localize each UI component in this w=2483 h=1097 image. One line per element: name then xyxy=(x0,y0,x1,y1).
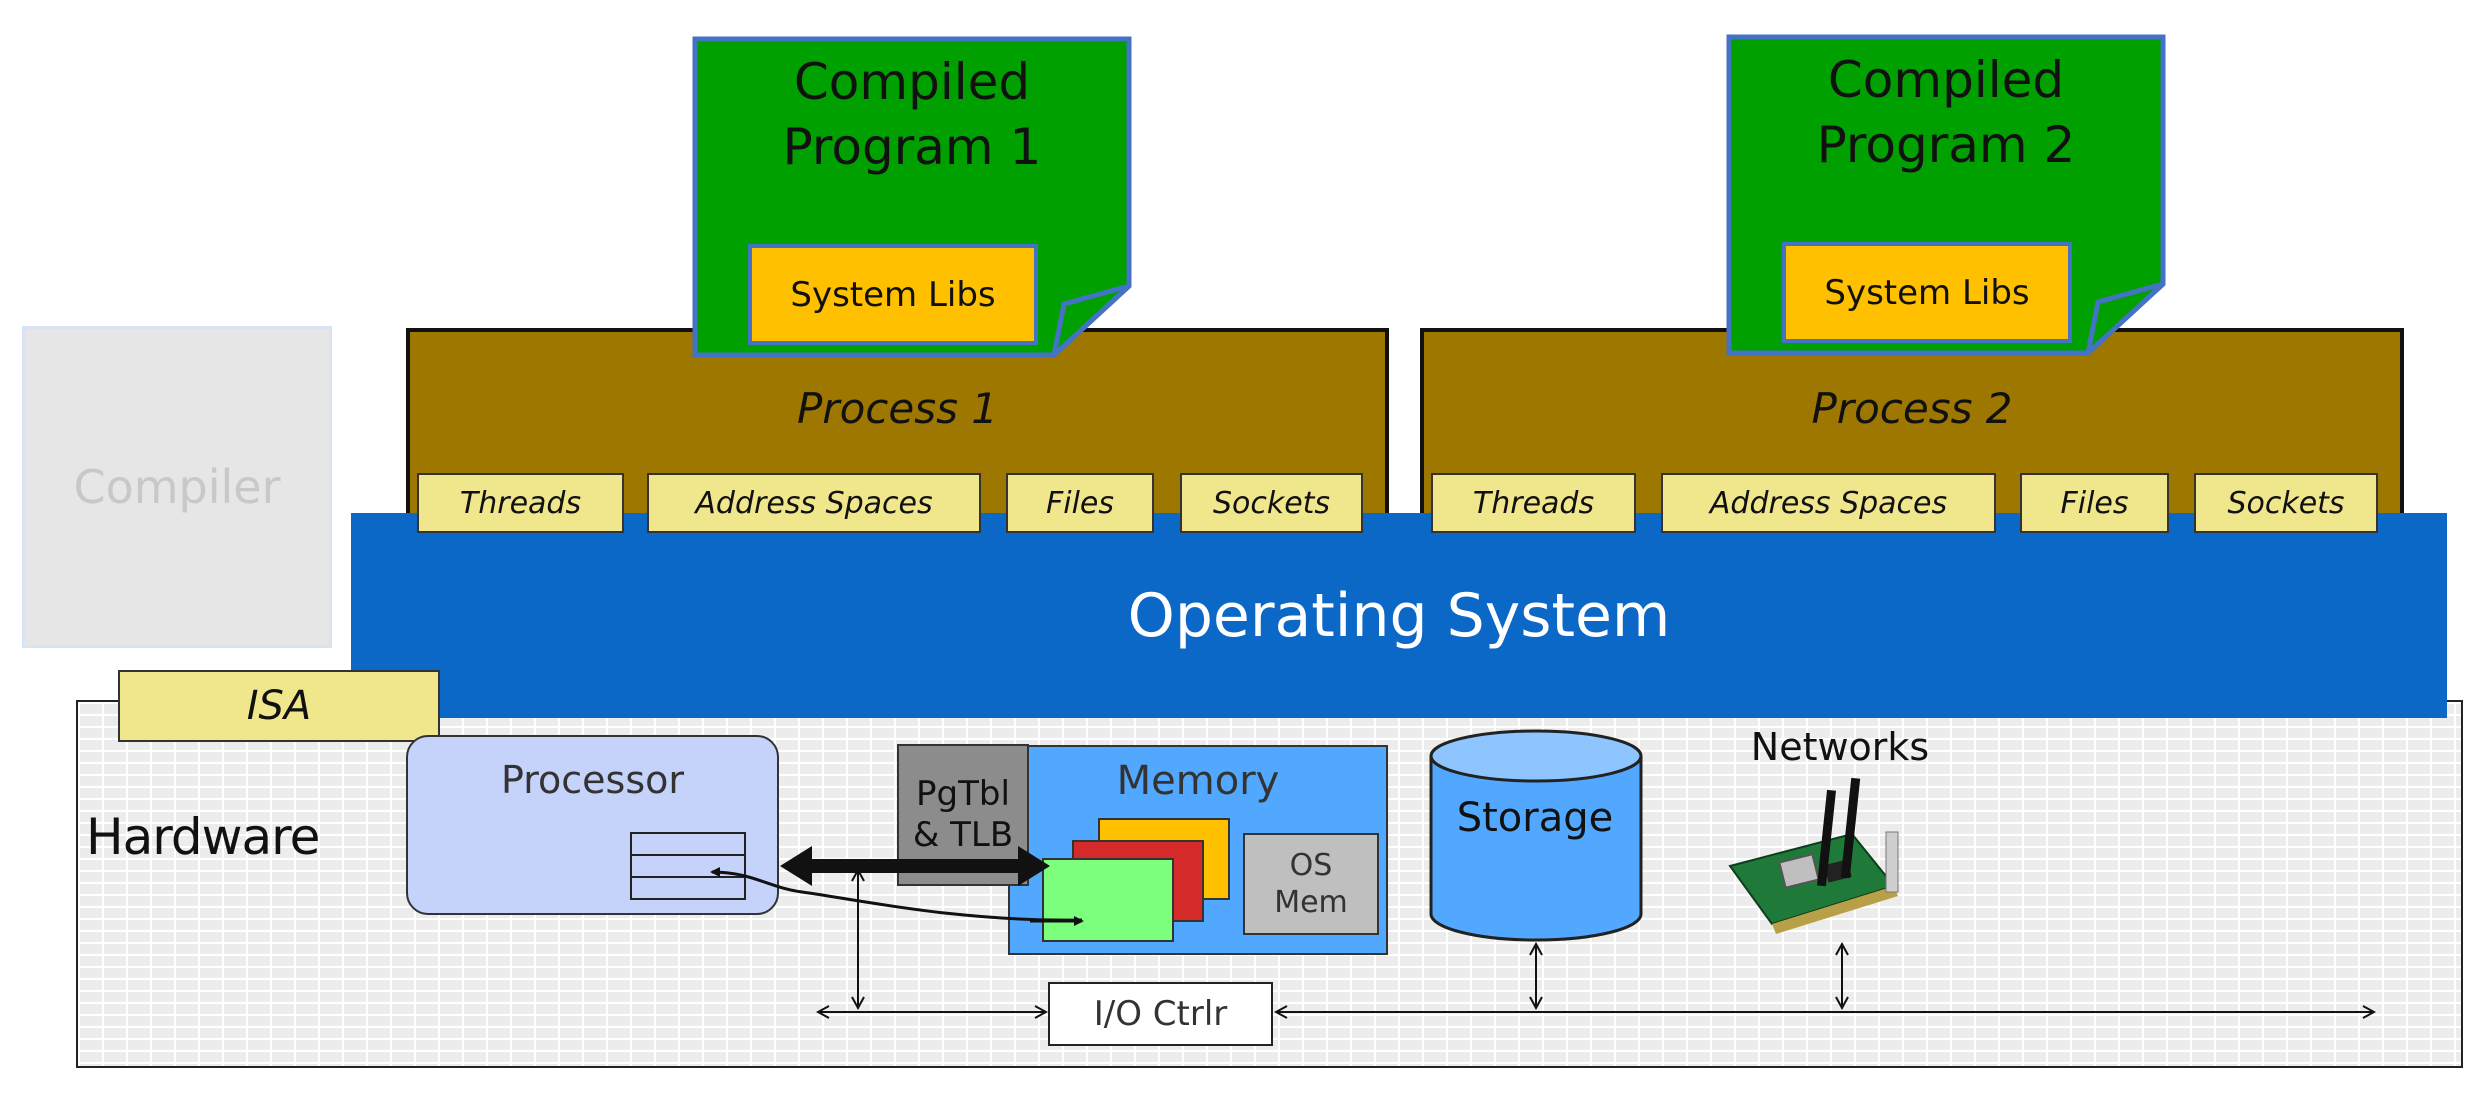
memory-bus-arrow xyxy=(780,846,1050,886)
memory-page-green xyxy=(1042,858,1174,942)
compiled-program-2-title: Compiled Program 2 xyxy=(1726,48,2166,178)
isa-label-box: ISA xyxy=(118,670,440,742)
register-file xyxy=(630,832,746,900)
operating-system-layer: Operating System xyxy=(351,513,2447,718)
compiler-label: Compiler xyxy=(73,460,281,514)
program-2-system-libs: System Libs xyxy=(1782,242,2072,343)
networks-label: Networks xyxy=(1750,725,1930,769)
process-2-threads: Threads xyxy=(1431,473,1636,533)
hardware-label: Hardware xyxy=(86,808,320,866)
memory-label: Memory xyxy=(1116,758,1280,804)
storage-label: Storage xyxy=(1456,795,1614,841)
io-controller: I/O Ctrlr xyxy=(1048,982,1273,1046)
operating-system-label: Operating System xyxy=(1127,580,1671,651)
process-1-sockets: Sockets xyxy=(1180,473,1363,533)
compiler-box: Compiler xyxy=(22,326,332,648)
program-2-title-line2: Program 2 xyxy=(1816,116,2076,174)
os-mem-line2: Mem xyxy=(1274,885,1348,920)
compiled-program-1-title: Compiled Program 1 xyxy=(692,50,1132,180)
io-controller-label: I/O Ctrlr xyxy=(1093,994,1228,1034)
register-load-arrow xyxy=(710,867,1083,922)
os-memory: OS Mem xyxy=(1243,833,1379,935)
pgtbl-line2: & TLB xyxy=(912,815,1014,855)
program-1-title-line2: Program 1 xyxy=(782,118,1042,176)
process-2-sockets: Sockets xyxy=(2194,473,2378,533)
process-1-files: Files xyxy=(1006,473,1154,533)
os-mem-line1: OS xyxy=(1289,847,1333,883)
process-2-label: Process 2 xyxy=(1811,383,2013,433)
processor-label: Processor xyxy=(500,758,685,802)
program-1-title-line1: Compiled xyxy=(793,53,1031,111)
process-2-files: Files xyxy=(2020,473,2169,533)
program-2-title-line1: Compiled xyxy=(1827,51,2065,109)
process-1-address-spaces: Address Spaces xyxy=(647,473,981,533)
storage-cylinder-icon xyxy=(1429,729,1643,942)
network-card-icon xyxy=(1728,777,1899,934)
program-1-system-libs: System Libs xyxy=(748,244,1038,345)
process-1-threads: Threads xyxy=(417,473,624,533)
pgtbl-line1: PgTbl xyxy=(916,774,1010,815)
process-2-address-spaces: Address Spaces xyxy=(1661,473,1996,533)
process-1-label: Process 1 xyxy=(796,383,999,433)
isa-label: ISA xyxy=(246,683,312,729)
